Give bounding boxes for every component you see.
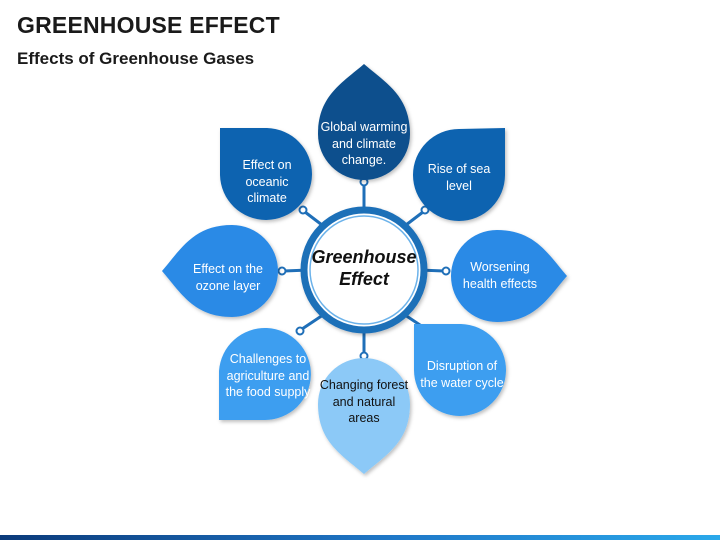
dot-oceanic — [298, 205, 308, 215]
center-inner — [309, 215, 419, 325]
label-oceanic: Effect on oceanic climate — [242, 157, 292, 206]
dot-health — [441, 266, 451, 276]
dot-agriculture — [295, 326, 305, 336]
petal-health — [451, 230, 567, 322]
page-title: GREENHOUSE EFFECT — [17, 12, 280, 38]
label-water-cycle: Disruption of the water cycle — [420, 359, 504, 390]
petal-global-warming — [318, 64, 410, 180]
dot-sea-level — [420, 205, 430, 215]
label-health: Worsening health effects — [462, 260, 538, 291]
petal-ozone — [162, 225, 278, 317]
label-forest: Changing forest and natural areas — [319, 377, 409, 426]
label-global-warming: Global warming and climate change. — [320, 119, 408, 168]
page-subtitle: Effects of Greenhouse Gases — [17, 49, 255, 68]
label-sea-level: Rise of sea level — [427, 162, 491, 193]
label-ozone: Effect on the ozone layer — [193, 262, 263, 293]
petal-sea-level — [413, 128, 505, 221]
petal-water-cycle — [414, 324, 506, 416]
bottom-accent-bar — [0, 535, 720, 540]
petal-agriculture — [219, 328, 311, 420]
petal-forest — [318, 358, 410, 474]
label-agriculture: Challenges to agriculture and the food s… — [225, 351, 311, 400]
dot-ozone — [277, 266, 287, 276]
petal-oceanic — [220, 128, 312, 220]
center-label: Greenhouse Effect — [311, 247, 417, 289]
